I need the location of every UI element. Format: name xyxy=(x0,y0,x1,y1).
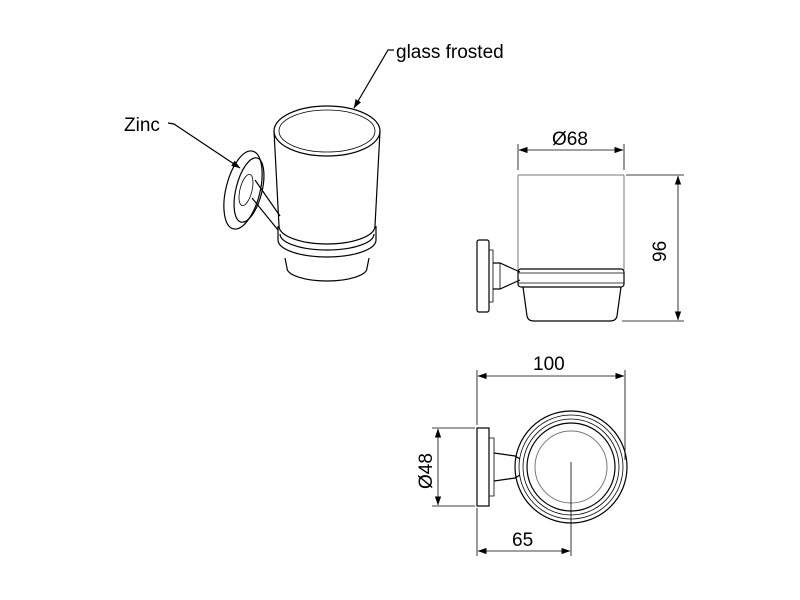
perspective-view: glass frosted Zinc xyxy=(124,42,504,282)
dim-height: 96 xyxy=(622,174,684,322)
side-view: Ø68 96 xyxy=(476,129,684,322)
side-arm xyxy=(493,262,521,290)
zinc-leader xyxy=(167,122,241,169)
holder-ring xyxy=(277,226,377,258)
side-cup xyxy=(517,174,625,322)
depth-label: 100 xyxy=(533,354,565,375)
side-ring xyxy=(517,268,625,288)
glass-leader xyxy=(353,49,394,109)
top-view: 100 Ø48 65 xyxy=(416,354,628,556)
cup-diameter-label: Ø68 xyxy=(552,129,588,150)
zinc-label: Zinc xyxy=(124,115,160,136)
top-arm xyxy=(493,452,521,482)
dim-center-offset: 65 xyxy=(476,508,571,556)
glass-cup xyxy=(273,105,381,282)
side-wall-plate xyxy=(476,239,494,313)
center-offset-label: 65 xyxy=(512,530,533,551)
dim-base-diameter: Ø48 xyxy=(416,427,475,507)
holder-arm xyxy=(251,179,281,231)
dim-cup-diameter: Ø68 xyxy=(517,129,625,170)
wall-flange xyxy=(223,150,265,230)
dim-depth: 100 xyxy=(476,354,626,460)
height-label: 96 xyxy=(650,241,671,262)
glass-label: glass frosted xyxy=(396,42,504,63)
base-diameter-label: Ø48 xyxy=(416,453,437,489)
top-wall-plate xyxy=(476,427,495,507)
